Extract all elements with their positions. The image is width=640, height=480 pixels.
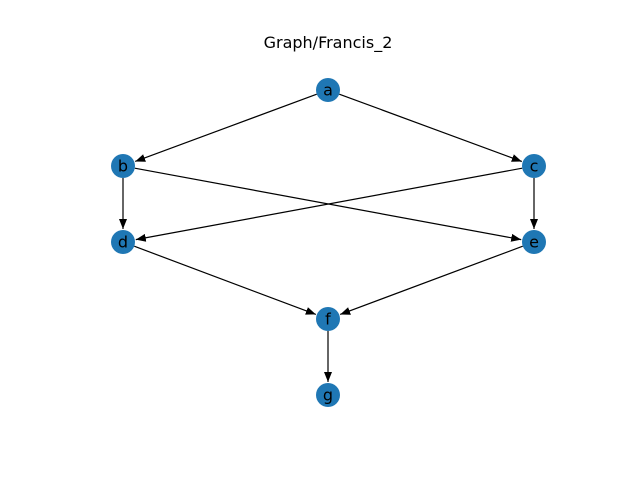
node-label-b: b — [118, 157, 128, 176]
edge-a-c — [339, 93, 523, 163]
node-g: g — [316, 383, 340, 407]
node-c: c — [522, 154, 546, 178]
node-d: d — [111, 230, 135, 254]
node-a: a — [316, 78, 340, 102]
node-label-g: g — [323, 386, 333, 405]
node-b: b — [111, 154, 135, 178]
graph-title: Graph/Francis_2 — [263, 33, 393, 52]
node-label-e: e — [529, 233, 539, 252]
node-circle-b — [111, 154, 135, 178]
edge-e-f — [339, 245, 523, 316]
node-circle-e — [522, 230, 546, 254]
node-f: f — [316, 307, 340, 331]
edges-layer — [119, 93, 538, 382]
node-e: e — [522, 230, 546, 254]
edge-a-b — [134, 93, 317, 163]
node-label-a: a — [323, 81, 333, 100]
node-label-f: f — [325, 310, 331, 329]
node-label-c: c — [530, 157, 539, 176]
nodes-layer: a b c d e f g — [111, 78, 546, 407]
node-circle-d — [111, 230, 135, 254]
node-circle-c — [522, 154, 546, 178]
node-circle-f — [316, 307, 340, 331]
edge-c-d — [135, 167, 523, 242]
edge-d-f — [134, 245, 317, 315]
node-circle-g — [316, 383, 340, 407]
node-label-d: d — [118, 233, 128, 252]
node-circle-a — [316, 78, 340, 102]
